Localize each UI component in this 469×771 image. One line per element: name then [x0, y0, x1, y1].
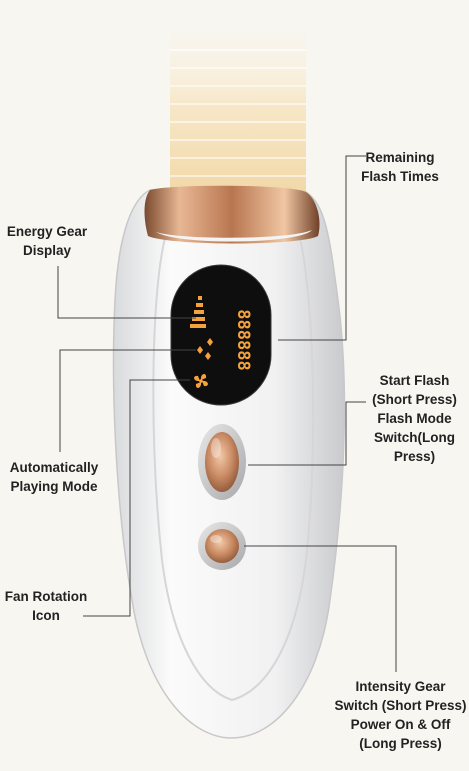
leader-lines [57, 155, 397, 672]
fan-icon [194, 374, 208, 388]
leader-start [248, 401, 366, 466]
intensity-power-button[interactable] [198, 522, 246, 570]
leader-auto [59, 349, 196, 452]
light-beam [170, 20, 306, 192]
leader-energy [57, 266, 196, 319]
label-intensity-gear: Intensity Gear Switch (Short Press) Powe… [334, 679, 467, 751]
label-automatically-playing-mode: Automatically Playing Mode [9, 460, 99, 494]
leader-intensity [244, 545, 397, 672]
auto-mode-dots-icon [197, 338, 213, 360]
label-fan-rotation-icon: Fan Rotation Icon [4, 589, 88, 623]
leader-remaining [278, 155, 366, 341]
label-start-flash: Start Flash (Short Press) Flash Mode Swi… [372, 373, 457, 464]
rose-gold-rim [144, 185, 320, 244]
start-flash-button[interactable] [198, 424, 246, 500]
energy-gear-bars-icon [190, 296, 206, 328]
flash-count-digits: 888888 [233, 309, 253, 370]
label-energy-gear-display: Energy Gear Display [6, 224, 88, 258]
lcd-display: 888888 [170, 264, 272, 406]
leader-fan [83, 379, 190, 617]
body-contour [152, 237, 315, 702]
label-remaining-flash-times: Remaining Flash Times [361, 150, 439, 184]
